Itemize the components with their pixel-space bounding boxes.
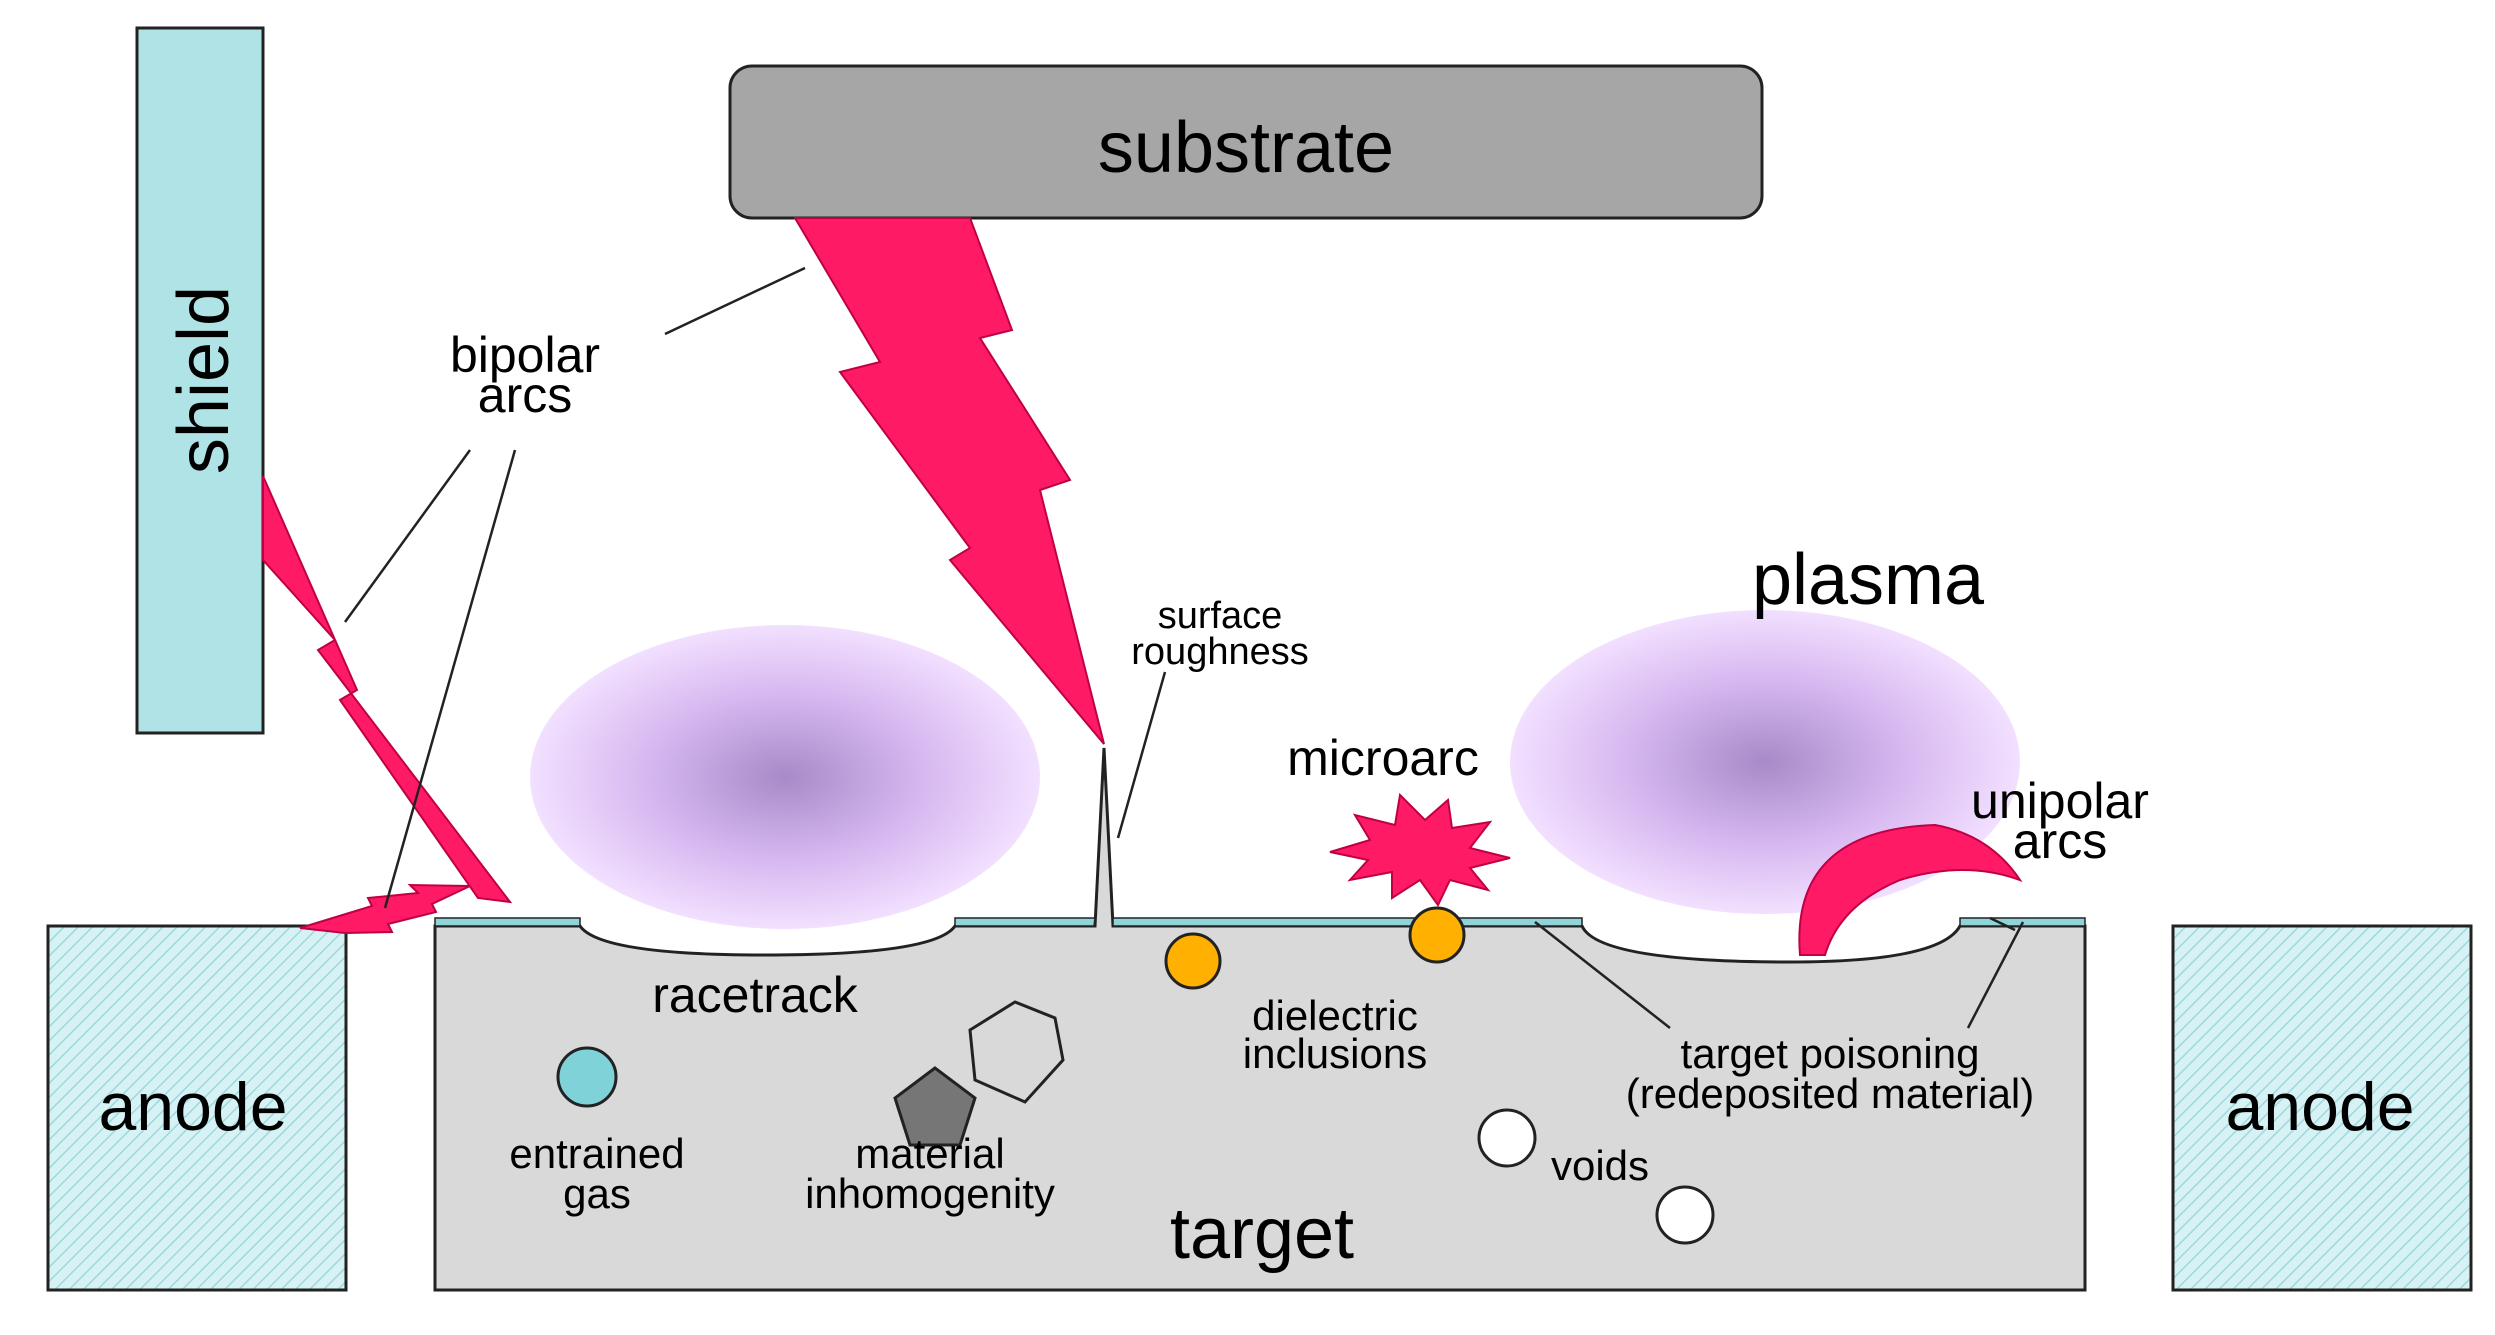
unipolar-arcs-label-2: arcs xyxy=(2013,813,2107,869)
surface-roughness-label-2: roughness xyxy=(1131,631,1308,673)
microarc-label: microarc xyxy=(1287,730,1479,786)
voids-label: voids xyxy=(1551,1142,1649,1189)
material-inhomogenity-label-1: material xyxy=(855,1130,1004,1177)
unipolar-arc-crescent xyxy=(1798,823,2023,956)
entrained-gas-bubble xyxy=(556,1046,618,1108)
inhomogenity-shape xyxy=(893,1000,1065,1147)
arc-shield-lightning xyxy=(262,475,513,904)
arc-anode-lightning xyxy=(299,883,471,935)
dielectric-inclusion-2 xyxy=(1408,906,1466,964)
anode-right: anode xyxy=(2171,924,2473,1292)
shield-label: shield xyxy=(164,286,244,474)
anode-left-label: anode xyxy=(98,1069,287,1145)
target-label: target xyxy=(1170,1194,1354,1274)
substrate: substrate xyxy=(728,64,1764,220)
plasma-cloud-left xyxy=(530,625,1040,929)
bipolar-arcs-label-1: bipolar xyxy=(450,327,600,383)
racetrack-label: racetrack xyxy=(652,967,859,1023)
bipolar-arcs-label-2: arcs xyxy=(478,367,572,423)
target-poisoning-label-1: target poisoning xyxy=(1681,1030,1980,1077)
anode-left: anode xyxy=(46,924,348,1292)
entrained-gas-label-2: gas xyxy=(563,1170,631,1217)
dielectric-inclusions-label-1: dielectric xyxy=(1252,992,1418,1039)
void-2 xyxy=(1655,1185,1715,1245)
poisoning-layer xyxy=(434,917,2086,927)
arc-substrate-lightning xyxy=(793,217,1105,745)
dielectric-inclusion-1 xyxy=(1164,932,1222,990)
dielectric-inclusions-label-2: inclusions xyxy=(1243,1030,1427,1077)
entrained-gas-label-1: entrained xyxy=(509,1130,684,1177)
material-inhomogenity-label-2: inhomogenity xyxy=(805,1170,1055,1217)
annotation-labels: bipolar arcs surface roughness microarc … xyxy=(450,327,2149,1217)
plasma-label: plasma xyxy=(1752,540,1985,620)
void-1 xyxy=(1477,1108,1537,1168)
unipolar-arcs-label-1: unipolar xyxy=(1971,773,2149,829)
substrate-label: substrate xyxy=(1098,108,1394,188)
anode-right-label: anode xyxy=(2225,1069,2414,1145)
microarc-star xyxy=(1329,792,1511,907)
target-poisoning-label-2: (redeposited material) xyxy=(1626,1070,2035,1117)
shield: shield xyxy=(135,26,265,735)
leader-lines xyxy=(343,266,2025,1029)
surface-roughness-label-1: surface xyxy=(1158,595,1283,637)
